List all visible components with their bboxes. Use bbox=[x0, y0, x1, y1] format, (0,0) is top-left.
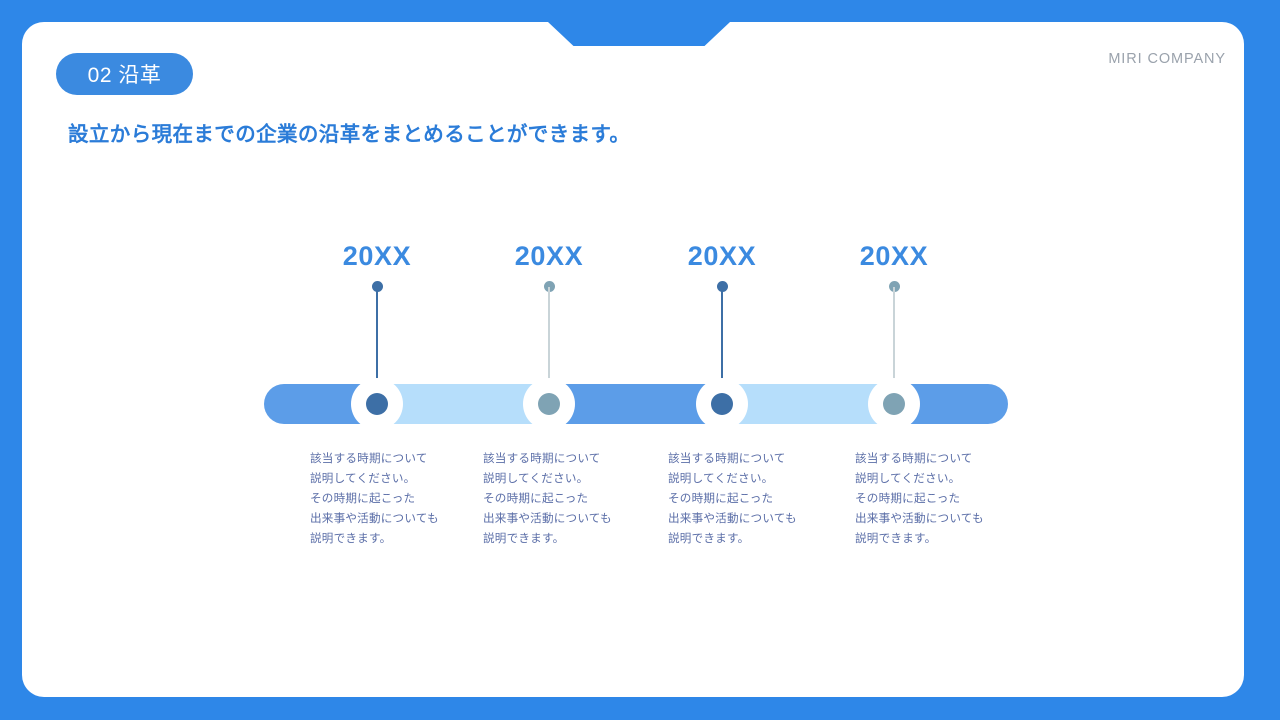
timeline-bar-segment bbox=[722, 384, 894, 424]
page-title: 設立から現在までの企業の沿革をまとめることができます。 bbox=[68, 123, 631, 146]
timeline-marker[interactable] bbox=[868, 378, 920, 430]
timeline-marker-core-icon bbox=[538, 393, 560, 415]
header-notch-shape bbox=[548, 22, 730, 46]
timeline-marker-core-icon bbox=[366, 393, 388, 415]
timeline-bar-segment bbox=[377, 384, 549, 424]
timeline-marker-core-icon bbox=[711, 393, 733, 415]
timeline-marker-core-icon bbox=[883, 393, 905, 415]
slide-card bbox=[22, 22, 1244, 697]
timeline-bar-segment bbox=[549, 384, 722, 424]
timeline-marker[interactable] bbox=[696, 378, 748, 430]
section-number-badge[interactable]: 02 沿革 bbox=[56, 53, 193, 95]
company-name-label: MIRI COMPANY bbox=[1108, 51, 1226, 67]
timeline-marker[interactable] bbox=[523, 378, 575, 430]
timeline-marker[interactable] bbox=[351, 378, 403, 430]
